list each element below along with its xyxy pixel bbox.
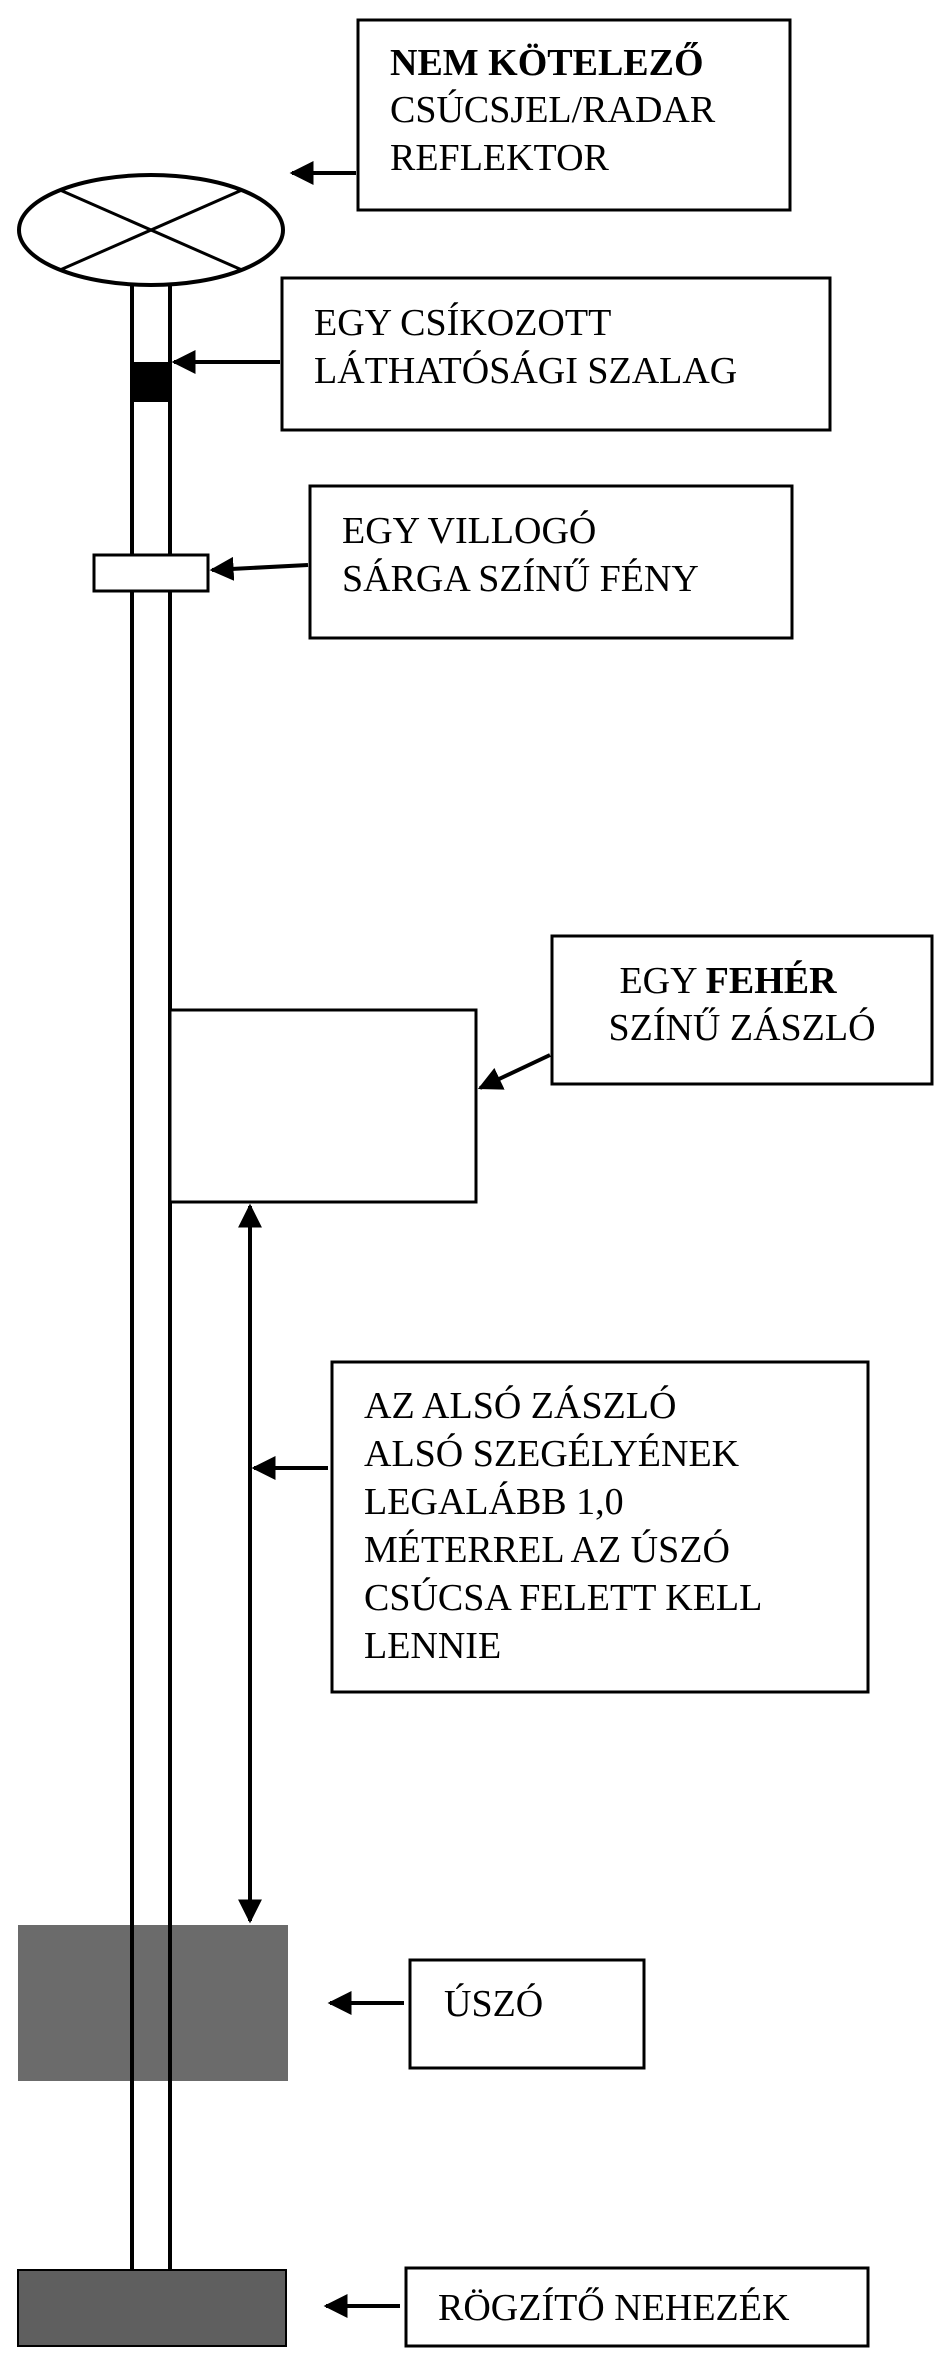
label-topmark: NEM KÖTELEZŐ CSÚCSJEL/RADAR REFLEKTOR xyxy=(356,18,792,212)
label-clearance-line-6: LENNIE xyxy=(364,1625,501,1667)
label-tape-line1: EGY CSÍKOZOTT xyxy=(314,302,611,344)
label-clearance-line-4: MÉTERREL AZ ÚSZÓ xyxy=(364,1529,730,1571)
arrow-flag xyxy=(477,1053,551,1090)
label-clearance-line-2: ALSÓ SZEGÉLYÉNEK xyxy=(364,1433,740,1475)
flashing-light xyxy=(92,553,210,593)
label-flag-line1: EGY FEHÉR xyxy=(619,960,837,1002)
label-clearance-text: AZ ALSÓ ZÁSZLÓ ALSÓ SZEGÉLYÉNEK LEGALÁBB 1… xyxy=(364,1385,762,1667)
mooring-weight xyxy=(17,2269,287,2347)
float xyxy=(18,1925,288,2081)
label-light: EGY VILLOGÓ SÁRGA SZÍNŰ FÉNY xyxy=(308,484,794,640)
label-light-line2: SÁRGA SZÍNŰ FÉNY xyxy=(342,558,699,600)
label-flag-line1-bold: FEHÉR xyxy=(706,960,837,1002)
label-clearance-line-5: CSÚCSA FELETT KELL xyxy=(364,1577,762,1619)
arrow-light xyxy=(209,556,309,581)
label-tape-line2: LÁTHATÓSÁGI SZALAG xyxy=(314,350,737,392)
label-topmark-line2: CSÚCSJEL/RADAR xyxy=(390,89,716,131)
label-flag-line2: SZÍNŰ ZÁSZLÓ xyxy=(608,1007,875,1049)
label-clearance-line-1: AZ ALSÓ ZÁSZLÓ xyxy=(364,1385,676,1427)
label-float-line1: ÚSZÓ xyxy=(444,1983,543,2025)
label-clearance-line-3: LEGALÁBB 1,0 xyxy=(364,1481,624,1523)
visibility-tape xyxy=(132,362,170,402)
label-weight-line1: RÖGZÍTŐ NEHEZÉK xyxy=(438,2287,790,2329)
label-flag-line1-prefix: EGY xyxy=(619,960,705,1002)
label-float: ÚSZÓ xyxy=(408,1958,646,2070)
label-weight: RÖGZÍTŐ NEHEZÉK xyxy=(404,2266,870,2348)
label-topmark-line3: REFLEKTOR xyxy=(390,137,610,179)
topmark-radar-reflector xyxy=(17,173,285,287)
label-light-line1: EGY VILLOGÓ xyxy=(342,510,596,552)
label-flag: EGY FEHÉR SZÍNŰ ZÁSZLÓ xyxy=(550,934,934,1086)
label-clearance: AZ ALSÓ ZÁSZLÓ ALSÓ SZEGÉLYÉNEK LEGALÁBB 1… xyxy=(330,1360,870,1694)
label-topmark-line1: NEM KÖTELEZŐ xyxy=(390,41,704,84)
label-tape: EGY CSÍKOZOTT LÁTHATÓSÁGI SZALAG xyxy=(280,276,832,432)
white-flag xyxy=(168,1008,478,1204)
